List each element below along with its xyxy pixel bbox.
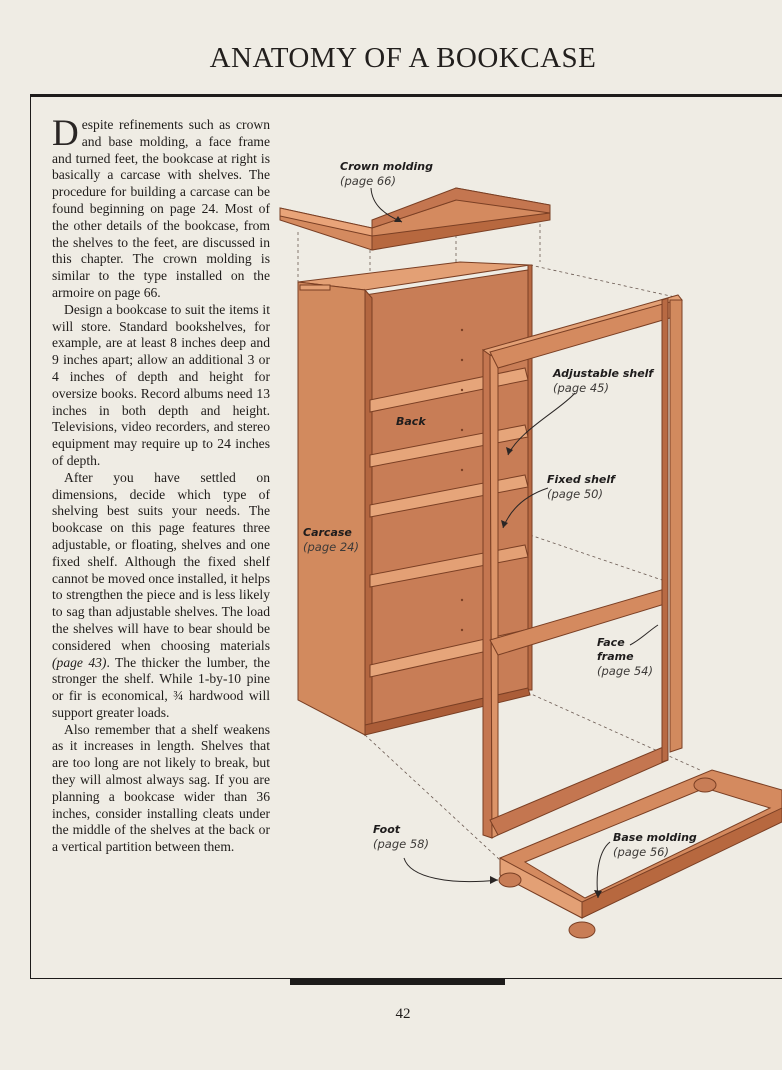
callout-leaders: [370, 187, 659, 899]
page-title: ANATOMY OF A BOOKCASE: [209, 42, 597, 74]
callout-label: Foot: [373, 823, 401, 836]
callout-label: frame: [597, 650, 634, 663]
paragraph-3-text-b: . The thicker the lumber, the stronger t…: [52, 654, 270, 720]
paragraph-3-text-a: After you have settled on dimensions, de…: [52, 469, 270, 653]
callout-label: Back: [396, 415, 426, 428]
drop-cap: D: [52, 113, 79, 154]
callout-page-ref: (page 50): [547, 487, 603, 501]
callout-label: Face: [597, 636, 625, 649]
paragraph-3: After you have settled on dimensions, de…: [52, 470, 270, 722]
callout-back: Back: [396, 415, 426, 429]
page-reference: (page 43): [52, 654, 107, 670]
paragraph-4: Also remember that a shelf weakens as it…: [52, 721, 270, 855]
callout-label: Carcase: [303, 526, 352, 539]
paragraph-1-text: espite refinements such as crown and bas…: [52, 117, 270, 300]
callout-face-frame: Face frame (page 54): [597, 636, 653, 678]
callout-page-ref: (page 54): [597, 664, 653, 678]
callout-fixed-shelf: Fixed shelf (page 50): [547, 473, 615, 501]
callout-crown-molding: Crown molding (page 66): [340, 160, 433, 188]
paragraph-2: Design a bookcase to suit the items it w…: [52, 301, 270, 468]
callout-page-ref: (page 66): [340, 174, 396, 188]
page-number: 42: [395, 1006, 411, 1022]
base-molding: [498, 769, 782, 939]
callout-page-ref: (page 45): [553, 381, 609, 395]
left-rule: [30, 94, 31, 979]
callout-label: Crown molding: [340, 160, 434, 173]
callout-foot: Foot (page 58): [373, 823, 429, 851]
callout-adjustable-shelf: Adjustable shelf (page 45): [553, 367, 653, 395]
top-rule: [30, 94, 782, 97]
crown-molding: [279, 187, 551, 251]
callout-page-ref: (page 56): [613, 845, 669, 859]
footer-accent-bar: [290, 979, 505, 985]
callout-page-ref: (page 24): [303, 540, 359, 554]
face-frame: [481, 294, 683, 839]
callout-carcase: Carcase (page 24): [303, 526, 359, 554]
callout-arrowheads: [394, 216, 602, 898]
callout-label: Base molding: [613, 831, 697, 844]
callout-label: Fixed shelf: [547, 473, 615, 486]
callout-base-molding: Base molding (page 56): [613, 831, 697, 859]
bottom-rule: [30, 978, 782, 979]
callout-page-ref: (page 58): [373, 837, 429, 851]
callout-label: Adjustable shelf: [553, 367, 654, 380]
